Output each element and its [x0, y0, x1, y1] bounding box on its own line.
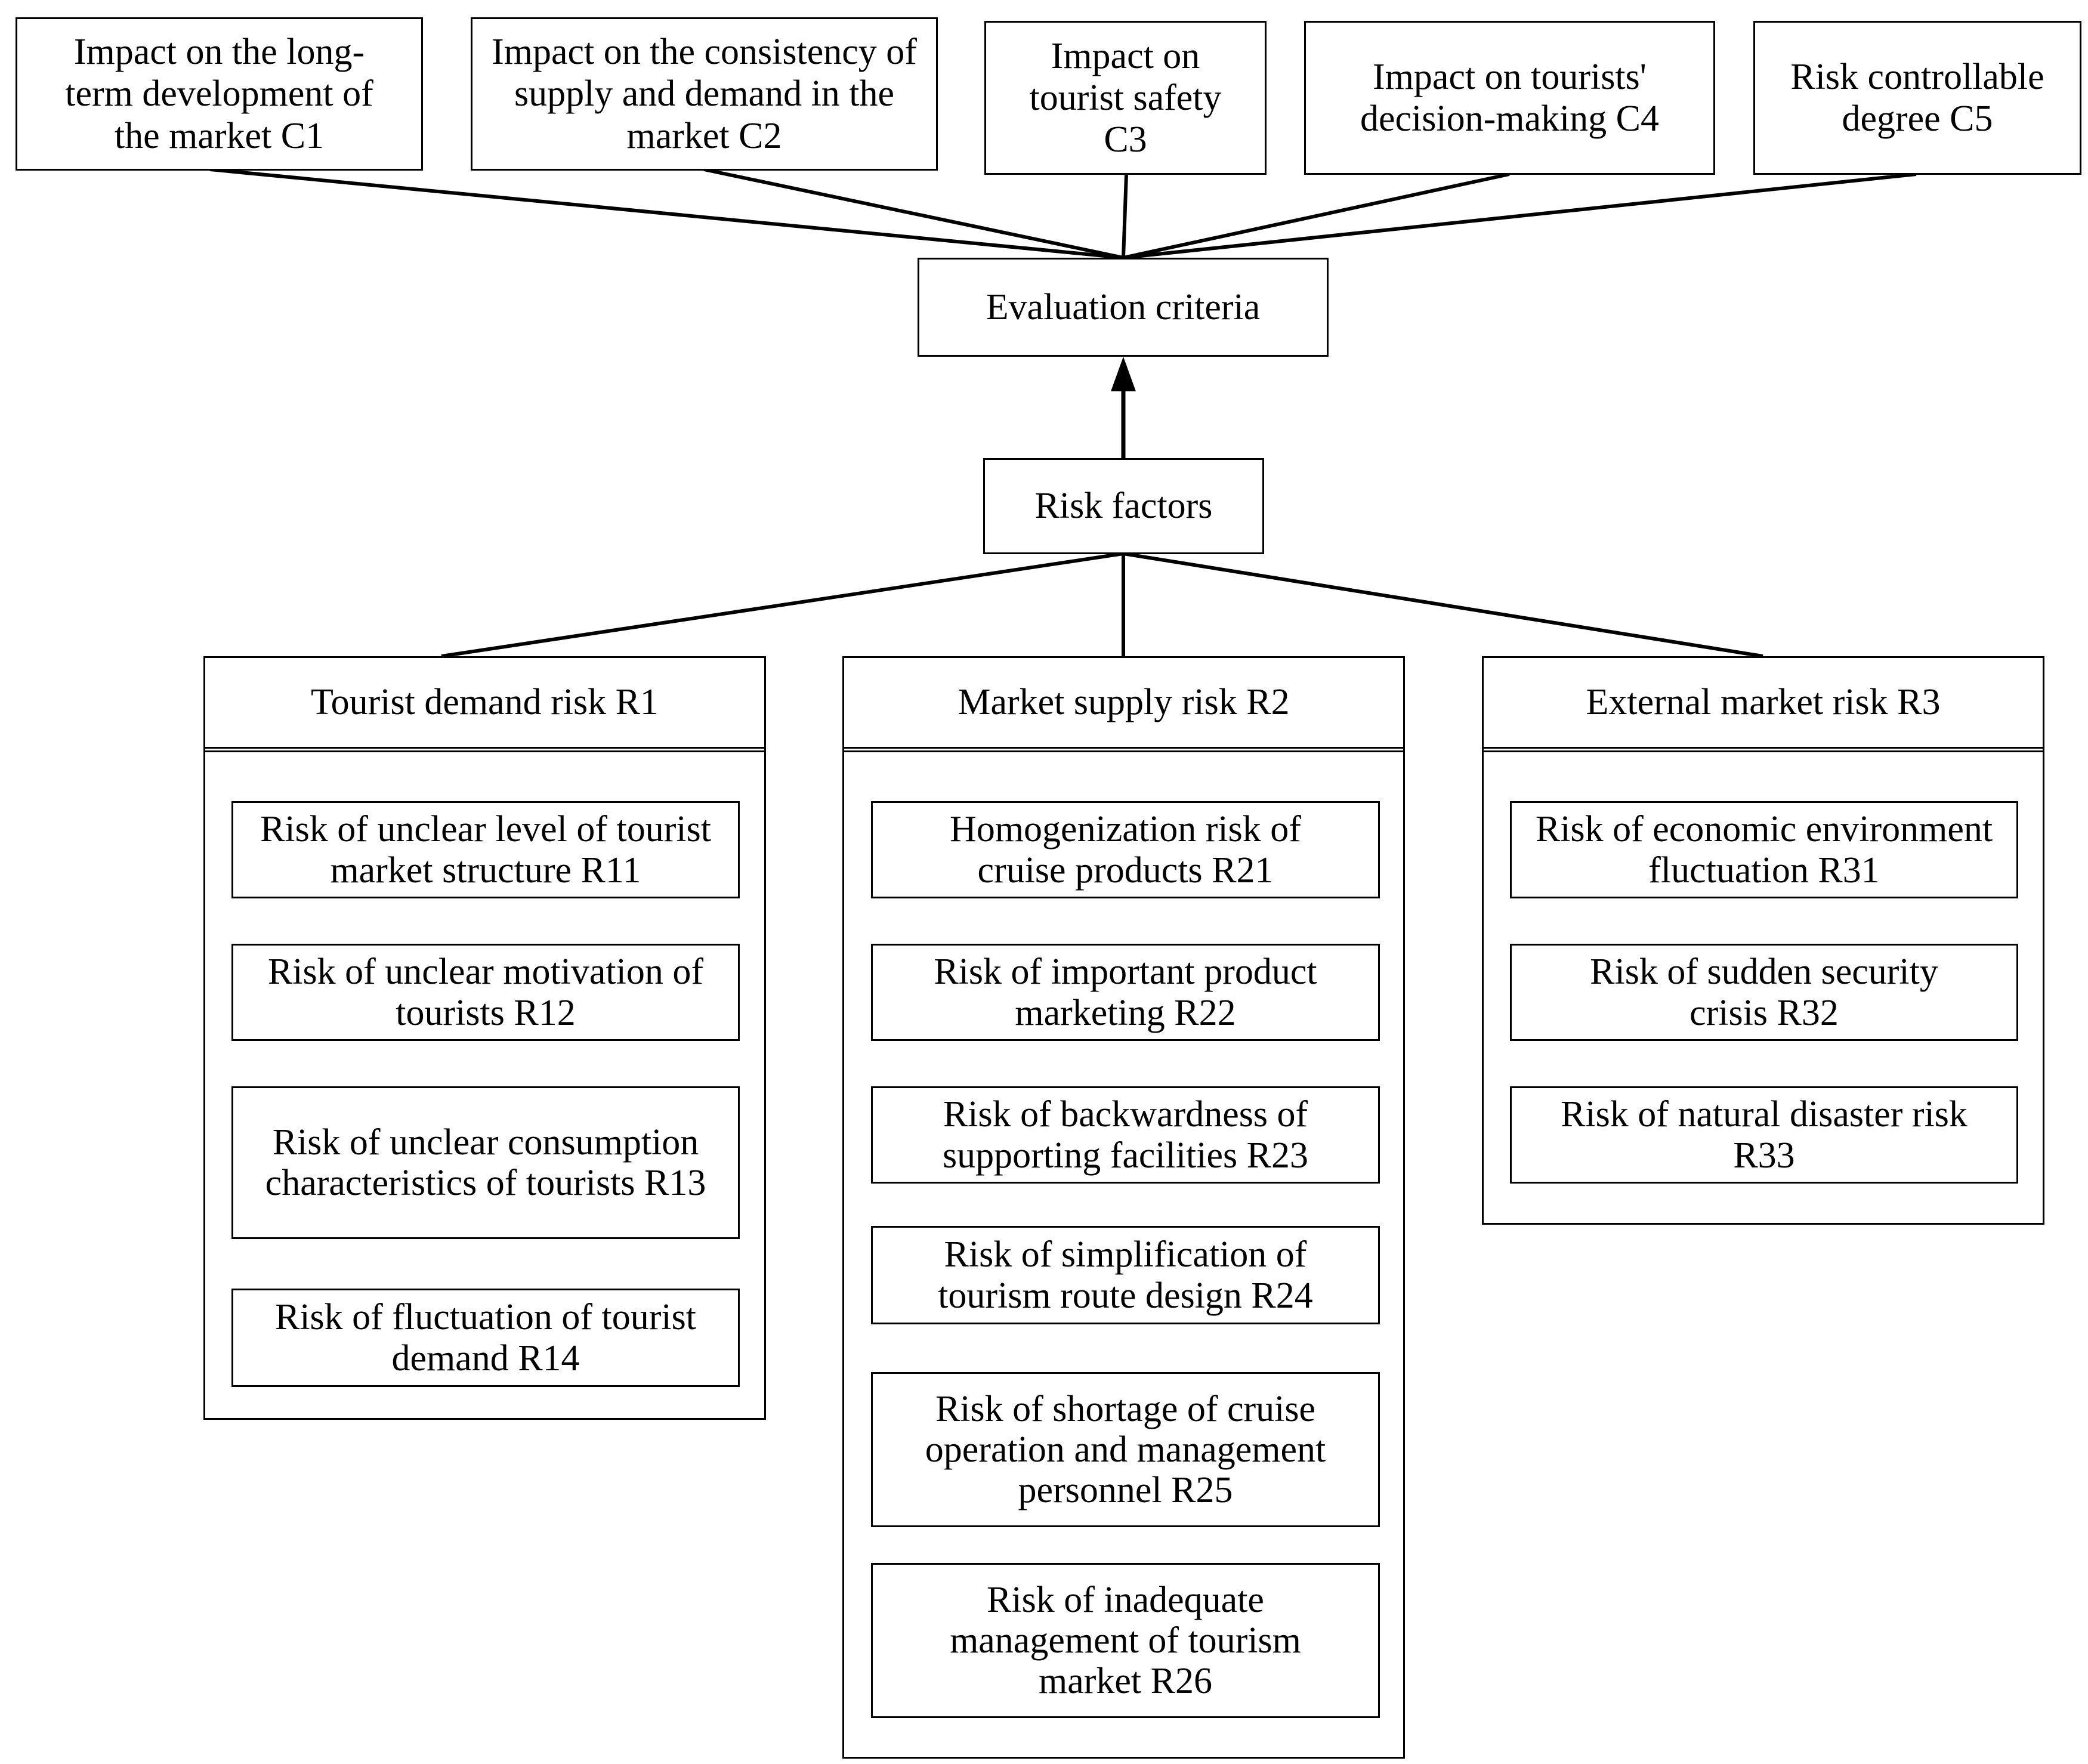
group-r3: External market risk R3 Risk of economic… — [1482, 656, 2044, 1225]
risk-item-r26: Risk of inadequate management of tourism… — [871, 1563, 1380, 1718]
group-r1: Tourist demand risk R1 Risk of unclear l… — [203, 656, 766, 1420]
risk-item-r26-label: Risk of inadequate management of tourism… — [950, 1579, 1301, 1702]
criterion-c4: Impact on tourists' decision-making C4 — [1304, 21, 1715, 175]
arrow-head — [1111, 357, 1136, 391]
risk-item-r21: Homogenization risk of cruise products R… — [871, 801, 1380, 898]
evaluation-criteria-label: Evaluation criteria — [986, 286, 1261, 328]
group-r2: Market supply risk R2 Homogenization ris… — [842, 656, 1405, 1759]
criterion-c3-label: Impact on tourist safety C3 — [1029, 35, 1222, 160]
risk-item-r22-label: Risk of important product marketing R22 — [934, 951, 1317, 1033]
criterion-c5: Risk controllable degree C5 — [1753, 21, 2081, 175]
group-r1-title: Tourist demand risk R1 — [205, 658, 764, 752]
group-r3-title: External market risk R3 — [1484, 658, 2043, 752]
risk-item-r33: Risk of natural disaster risk R33 — [1510, 1086, 2018, 1184]
criterion-c2-label: Impact on the consistency of supply and … — [492, 32, 917, 156]
risk-item-r11-label: Risk of unclear level of tourist market … — [260, 809, 711, 891]
risk-item-r12: Risk of unclear motivation of tourists R… — [231, 944, 740, 1041]
connector-r1 — [441, 552, 1124, 658]
risk-item-r24: Risk of simplification of tourism route … — [871, 1226, 1380, 1324]
risk-item-r25: Risk of shortage of cruise operation and… — [871, 1372, 1380, 1527]
connector-c5 — [1123, 172, 1917, 259]
criterion-c5-label: Risk controllable degree C5 — [1790, 56, 2044, 139]
risk-factors-box: Risk factors — [983, 458, 1264, 554]
connector-c4 — [1123, 172, 1510, 259]
risk-item-r11: Risk of unclear level of tourist market … — [231, 801, 740, 898]
risk-factors-label: Risk factors — [1034, 486, 1213, 527]
connector-c2 — [703, 168, 1124, 259]
group-r2-title: Market supply risk R2 — [844, 658, 1403, 752]
risk-item-r12-label: Risk of unclear motivation of tourists R… — [267, 951, 704, 1033]
criterion-c4-label: Impact on tourists' decision-making C4 — [1360, 56, 1660, 139]
criterion-c1-label: Impact on the long-term development of t… — [65, 32, 373, 156]
criterion-c2: Impact on the consistency of supply and … — [471, 17, 938, 171]
risk-item-r23-label: Risk of backwardness of supporting facil… — [942, 1094, 1309, 1176]
connector-c3 — [1122, 174, 1128, 258]
risk-item-r13-label: Risk of unclear consumption characterist… — [265, 1122, 706, 1203]
risk-item-r23: Risk of backwardness of supporting facil… — [871, 1086, 1380, 1184]
risk-item-r24-label: Risk of simplification of tourism route … — [938, 1234, 1313, 1316]
connector-r3 — [1123, 552, 1763, 658]
risk-item-r21-label: Homogenization risk of cruise products R… — [950, 809, 1301, 891]
risk-item-r14-label: Risk of fluctuation of tourist demand R1… — [274, 1297, 697, 1379]
risk-item-r31: Risk of economic environment fluctuation… — [1510, 801, 2018, 898]
risk-item-r32-label: Risk of sudden security crisis R32 — [1590, 951, 1938, 1033]
risk-item-r31-label: Risk of economic environment fluctuation… — [1535, 809, 1993, 891]
risk-item-r32: Risk of sudden security crisis R32 — [1510, 944, 2018, 1041]
evaluation-criteria-box: Evaluation criteria — [918, 258, 1329, 357]
criterion-c3: Impact on tourist safety C3 — [984, 21, 1267, 175]
risk-item-r13: Risk of unclear consumption characterist… — [231, 1086, 740, 1239]
risk-item-r25-label: Risk of shortage of cruise operation and… — [925, 1388, 1326, 1511]
risk-item-r22: Risk of important product marketing R22 — [871, 944, 1380, 1041]
connector-c1 — [209, 168, 1124, 259]
risk-item-r33-label: Risk of natural disaster risk R33 — [1561, 1094, 1967, 1176]
criterion-c1: Impact on the long-term development of t… — [16, 17, 423, 171]
risk-item-r14: Risk of fluctuation of tourist demand R1… — [231, 1289, 740, 1387]
